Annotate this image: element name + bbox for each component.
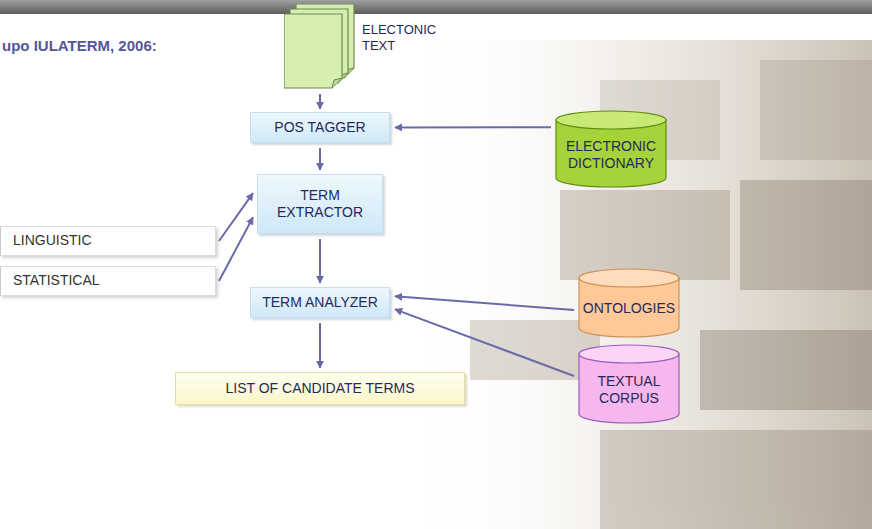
flow-arrow	[319, 323, 321, 368]
flow-arrow	[319, 148, 321, 170]
header-bar	[0, 0, 872, 14]
flow-arrow	[395, 309, 574, 376]
flow-arrow	[319, 239, 321, 283]
flow-arrow	[319, 94, 321, 109]
database-cylinder: ONTOLOGIES	[578, 268, 680, 338]
source-citation: upo IULATERM, 2006:	[2, 37, 157, 54]
process-box: POS TAGGER	[250, 112, 390, 143]
result-box: LIST OF CANDIDATE TERMS	[175, 372, 465, 405]
process-box: TERM EXTRACTOR	[257, 174, 383, 234]
document-stack: ELECTONIC TEXT	[284, 4, 452, 90]
node-text: STATISTICAL	[13, 272, 100, 290]
flow-arrow	[219, 217, 253, 281]
node-text: ONTOLOGIES	[583, 300, 675, 318]
flow-arrow	[395, 126, 551, 128]
process-box: TERM ANALYZER	[250, 287, 390, 318]
node-text: ELECTRONIC DICTIONARY	[561, 138, 661, 173]
node-text: ELECTONIC TEXT	[362, 22, 452, 55]
input-tag: STATISTICAL	[0, 266, 216, 296]
classroom-desks	[470, 60, 872, 529]
photo-fade	[420, 40, 872, 529]
document-icon	[284, 4, 356, 90]
flow-arrow	[219, 193, 253, 241]
input-tag: LINGUISTIC	[0, 226, 216, 256]
node-text: TERM ANALYZER	[262, 294, 378, 312]
node-text: TEXTUAL CORPUS	[584, 373, 674, 408]
database-cylinder: TEXTUAL CORPUS	[578, 344, 680, 424]
node-text: POS TAGGER	[274, 119, 365, 137]
node-text: TERM EXTRACTOR	[266, 187, 374, 222]
node-text: LIST OF CANDIDATE TERMS	[225, 380, 414, 398]
node-text: LINGUISTIC	[13, 232, 92, 250]
flow-arrow	[395, 296, 574, 310]
database-cylinder: ELECTRONIC DICTIONARY	[555, 110, 667, 188]
